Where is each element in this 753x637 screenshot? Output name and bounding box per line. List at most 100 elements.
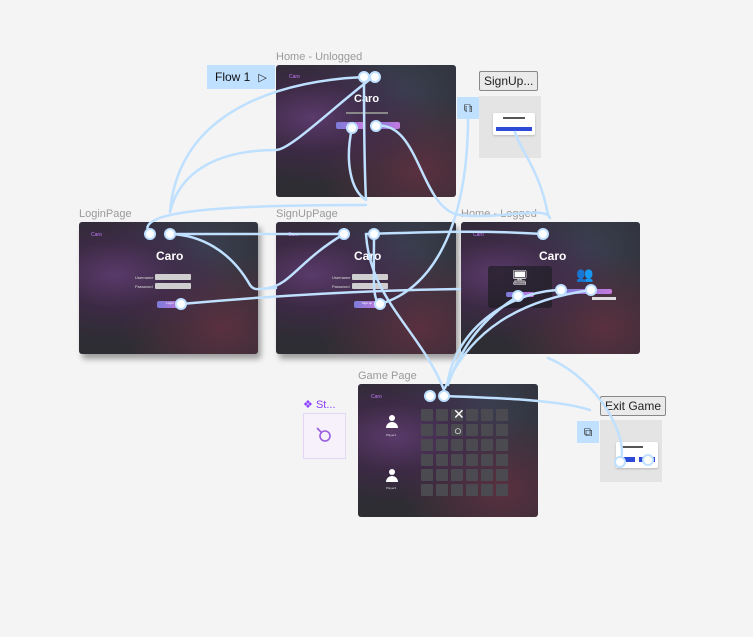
password-label: Password: [135, 284, 153, 289]
login-submit-button[interactable]: Login: [157, 301, 183, 308]
component-label-text: St...: [315, 399, 336, 411]
board-cell[interactable]: [466, 454, 478, 466]
board-cell[interactable]: [496, 409, 508, 421]
interaction-icon: [316, 427, 331, 442]
app-logo: Caro: [288, 232, 299, 238]
home-logged-title: Caro: [539, 249, 567, 263]
password-label: Password: [332, 284, 350, 289]
flow-label: Flow 1: [215, 70, 251, 84]
board-cell[interactable]: [481, 454, 493, 466]
frame-label-home-unlogged[interactable]: Home - Unlogged: [276, 51, 363, 63]
flow-start-badge[interactable]: Flow 1 ▷: [207, 65, 275, 89]
overlay-preview-signup[interactable]: [479, 96, 541, 158]
mode-card-computer[interactable]: 🖥: [488, 266, 552, 308]
board-cell[interactable]: [451, 409, 463, 421]
board-cell[interactable]: [481, 484, 493, 496]
component-label[interactable]: ❖ St...: [303, 398, 336, 411]
board-cell[interactable]: [451, 454, 463, 466]
password-field[interactable]: [155, 283, 191, 289]
username-field[interactable]: [155, 274, 191, 280]
board-cell[interactable]: [466, 484, 478, 496]
board-cell[interactable]: [496, 424, 508, 436]
o-mark: ○: [454, 423, 462, 438]
board-cell[interactable]: [466, 439, 478, 451]
play-players-button[interactable]: [562, 289, 612, 294]
frame-login[interactable]: Caro Caro Username Password Login: [79, 222, 258, 354]
board-cell[interactable]: [421, 469, 433, 481]
login-button[interactable]: [336, 122, 364, 129]
home-title: Caro: [354, 93, 380, 105]
dialog-button: [639, 457, 655, 462]
board-cell[interactable]: [436, 409, 448, 421]
board-cell[interactable]: [466, 424, 478, 436]
component-icon: ❖: [303, 399, 313, 411]
avatar-head: [389, 469, 395, 475]
overlay-label-exit[interactable]: Exit Game: [600, 396, 667, 416]
dialog-line: [621, 446, 643, 448]
board-cell[interactable]: [421, 484, 433, 496]
frame-label-game[interactable]: Game Page: [358, 370, 417, 382]
board-cell[interactable]: [496, 469, 508, 481]
overlay-label-signup[interactable]: SignUp...: [479, 71, 539, 91]
board-cell[interactable]: [436, 469, 448, 481]
board-cell[interactable]: [421, 439, 433, 451]
board-cell[interactable]: [436, 484, 448, 496]
board-cell[interactable]: [451, 484, 463, 496]
overlay-icon: ⧉: [463, 100, 473, 115]
dialog-card: [616, 442, 658, 468]
password-field[interactable]: [352, 283, 388, 289]
username-label: Username: [135, 275, 154, 280]
play-computer-button[interactable]: [506, 292, 534, 297]
dialog-button: [496, 127, 532, 131]
dialog-line: [503, 117, 525, 119]
signup-submit-button[interactable]: Sign up: [354, 301, 380, 308]
signup-title: Caro: [354, 249, 382, 263]
username-field[interactable]: [352, 274, 388, 280]
frame-home-unlogged[interactable]: Caro Caro: [276, 65, 456, 197]
overlay-preview-exit[interactable]: [600, 420, 662, 482]
board-cell[interactable]: [421, 424, 433, 436]
board-cell[interactable]: [496, 484, 508, 496]
component-instance[interactable]: [303, 413, 346, 459]
board-cell[interactable]: [481, 439, 493, 451]
mode-card-players[interactable]: 👥: [556, 266, 616, 308]
board-cell[interactable]: [436, 439, 448, 451]
player1-avatar: [385, 415, 399, 429]
board-cell[interactable]: [451, 439, 463, 451]
frame-game[interactable]: Caro Player1 Player2 ✕ ○: [358, 384, 538, 517]
board-cell[interactable]: [451, 469, 463, 481]
board-cell[interactable]: [496, 454, 508, 466]
board-cell[interactable]: [496, 439, 508, 451]
board-cell[interactable]: [436, 424, 448, 436]
board-cell[interactable]: [481, 469, 493, 481]
overlay-icon: ⧉: [583, 424, 593, 439]
frame-label-login[interactable]: LoginPage: [79, 208, 132, 220]
frame-label-home-logged[interactable]: Home - Logged: [461, 208, 537, 220]
computer-icon: 🖥: [511, 269, 529, 285]
game-board[interactable]: [421, 409, 521, 509]
avatar-body: [386, 422, 398, 428]
frame-label-signup[interactable]: SignUpPage: [276, 208, 338, 220]
dialog-button: [619, 457, 635, 462]
board-cell[interactable]: [481, 409, 493, 421]
board-cell[interactable]: [466, 469, 478, 481]
dialog-card: [493, 113, 535, 135]
frame-home-logged[interactable]: Caro Caro 🖥 👥: [461, 222, 640, 354]
avatar-head: [389, 415, 395, 421]
player1-name: Player1: [386, 433, 397, 437]
players-secondary-button[interactable]: [592, 297, 616, 300]
board-cell[interactable]: [481, 424, 493, 436]
board-cell[interactable]: [421, 409, 433, 421]
board-cell[interactable]: [421, 454, 433, 466]
board-cell[interactable]: [451, 424, 463, 436]
overlay-icon-exit[interactable]: ⧉: [577, 421, 599, 443]
play-icon[interactable]: ▷: [258, 71, 267, 84]
signup-button[interactable]: [372, 122, 400, 129]
username-label: Username: [332, 275, 351, 280]
app-logo: Caro: [91, 232, 102, 238]
board-cell[interactable]: [436, 454, 448, 466]
board-cell[interactable]: [466, 409, 478, 421]
frame-signup[interactable]: Caro Caro Username Password Sign up: [276, 222, 456, 354]
app-logo: Caro: [371, 394, 382, 400]
overlay-icon-signup[interactable]: ⧉: [457, 97, 479, 119]
